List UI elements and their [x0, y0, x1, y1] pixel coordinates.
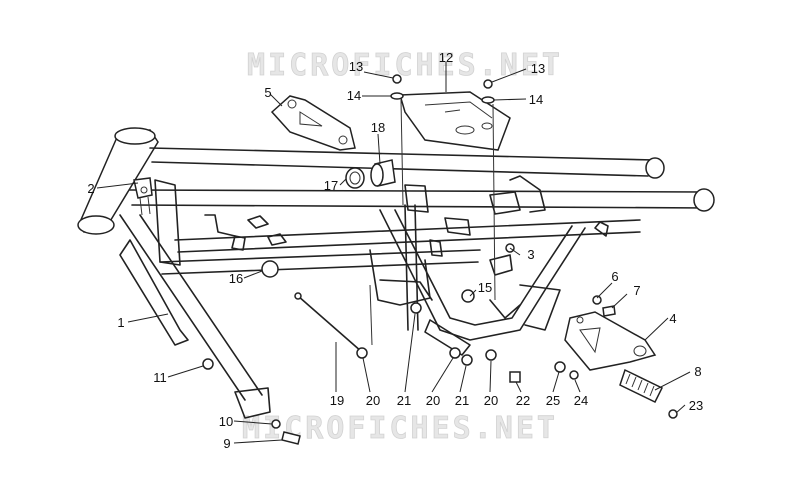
part-14-washer-right: [481, 96, 495, 104]
leader-lines: [96, 62, 691, 444]
label-16: 16: [229, 271, 243, 286]
steering-head-bottom: [77, 215, 115, 235]
part-21-nut-b: [461, 354, 473, 366]
label-7: 7: [633, 283, 640, 298]
label-14-left: 14: [347, 88, 361, 103]
label-24: 24: [574, 393, 588, 408]
label-11: 11: [153, 370, 167, 385]
main-frame: [77, 127, 715, 419]
label-12: 12: [439, 50, 453, 65]
label-13-left: 13: [349, 59, 363, 74]
part-number-labels: 1 2 3 4 5 6 7 8 9 10 11 12 13 13 14 14 1…: [87, 50, 703, 451]
part-2-steering-lock: [133, 177, 153, 216]
label-4: 4: [669, 311, 676, 326]
label-20-b: 20: [426, 393, 440, 408]
part-20-nut-b: [449, 347, 461, 359]
part-25-nut: [554, 361, 566, 373]
label-25: 25: [546, 393, 560, 408]
down-tube: [119, 214, 246, 401]
label-9: 9: [223, 436, 230, 451]
part-13-bolt-right: [483, 79, 493, 89]
part-9-bolt: [281, 431, 301, 445]
part-18-bushing: [370, 159, 396, 187]
steering-head-top: [114, 127, 156, 145]
part-21-nut-a: [410, 302, 422, 314]
label-14-right: 14: [529, 92, 543, 107]
label-13-right: 13: [531, 61, 545, 76]
label-20-a: 20: [366, 393, 380, 408]
part-10-washer: [271, 419, 281, 429]
label-18: 18: [371, 120, 385, 135]
watermark-top: MICROFICHES.NET: [247, 48, 563, 83]
label-21-a: 21: [397, 393, 411, 408]
label-10: 10: [219, 414, 233, 429]
part-4-footpeg-bracket: [564, 311, 657, 371]
part-24-washer: [569, 370, 579, 380]
label-23: 23: [689, 398, 703, 413]
label-1: 1: [117, 315, 124, 330]
part-22-bolt: [509, 371, 521, 383]
part-20-nut-a: [356, 347, 368, 359]
part-8-footpeg: [619, 368, 664, 403]
label-15: 15: [478, 280, 492, 295]
part-7-bolt: [602, 305, 616, 317]
part-23-bolt: [668, 409, 678, 419]
label-8: 8: [694, 364, 701, 379]
label-5: 5: [264, 85, 271, 100]
part-15-bushing: [461, 289, 475, 303]
part-6-washer: [592, 295, 602, 305]
label-3: 3: [527, 247, 534, 262]
part-16-bushing: [261, 260, 279, 278]
label-21-b: 21: [455, 393, 469, 408]
part-17-ring: [345, 167, 365, 189]
hardware: [202, 74, 678, 445]
part-12-cover-plate: [399, 91, 511, 151]
part-11-nut: [202, 358, 214, 370]
top-tube-lower: [129, 189, 706, 193]
part-13-bolt-left: [392, 74, 402, 84]
label-2: 2: [87, 181, 94, 196]
part-5-bracket: [270, 95, 356, 151]
part-14-washer-left: [390, 92, 404, 100]
label-6: 6: [611, 269, 618, 284]
part-20-nut-c: [485, 349, 497, 361]
label-17: 17: [324, 178, 338, 193]
label-19: 19: [330, 393, 344, 408]
label-20-c: 20: [484, 393, 498, 408]
label-22: 22: [516, 393, 530, 408]
part-19-long-bolt: [297, 295, 363, 353]
